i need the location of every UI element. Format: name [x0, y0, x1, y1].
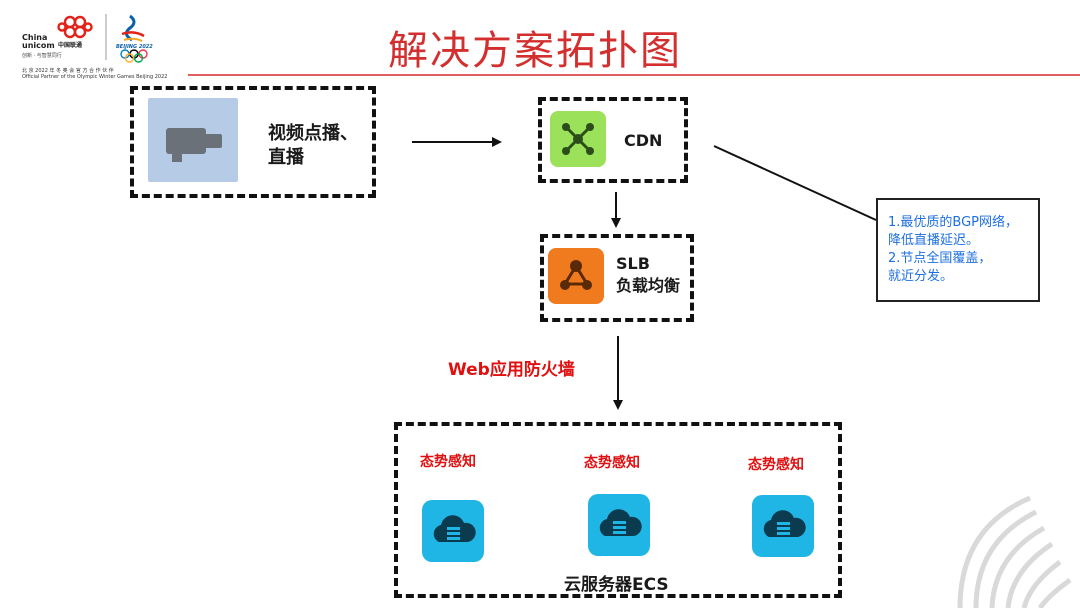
ecs-server-tile-1: [422, 500, 484, 562]
cloud-server-icon: [433, 515, 476, 542]
cloud-server-icon: [599, 509, 642, 536]
cloud-server-icon: [763, 510, 806, 537]
cdn-tile: [550, 111, 606, 167]
decorative-swirl-icon: [957, 495, 1072, 608]
arrow-slb-to-ecs: [613, 336, 623, 410]
slb-label-line2: 负载均衡: [616, 276, 681, 295]
cdn-node-box: [538, 97, 688, 183]
note-line-3: 2.节点全国覆盖，: [888, 251, 992, 266]
load-balancer-icon: [560, 260, 592, 290]
slb-node-box: [540, 234, 694, 322]
olympic-text: BEIJING 2022: [116, 44, 153, 50]
ecs-server-tile-3: [752, 495, 814, 557]
unicom-olympic-logo: China unicom 中国联通 创新 · 与智慧同行 BEIJING 202…: [18, 10, 188, 82]
camera-tile: [148, 98, 238, 182]
slb-label-line1: SLB: [616, 254, 650, 273]
note-box: 1.最优质的BGP网络， 降低直播延迟。 2.节点全国覆盖， 就近分发。: [876, 198, 1040, 302]
partner-line-cn: 北 京 2022 年 冬 奥 会 官 方 合 作 伙 伴: [22, 68, 114, 74]
ecs-item-label-1: 态势感知: [420, 454, 476, 470]
unicom-knot-icon: [57, 14, 148, 63]
brand-en-2: unicom: [22, 41, 55, 50]
partner-line-en: Official Partner of the Olympic Winter G…: [22, 74, 168, 80]
waf-label: Web应用防火墙: [448, 360, 575, 380]
video-camera-icon: [166, 128, 222, 162]
note-connector-line: [713, 145, 877, 221]
cdn-network-icon: [562, 123, 594, 155]
note-line-4: 就近分发。: [888, 269, 954, 284]
arrow-source-to-cdn: [412, 137, 502, 147]
source-label-line1: 视频点播、: [268, 123, 358, 144]
brand-en-1: China: [22, 33, 48, 42]
ecs-item-label-3: 态势感知: [748, 457, 804, 473]
ecs-group-box: [394, 422, 842, 598]
brand-slogan: 创新 · 与智慧同行: [22, 53, 62, 59]
arrow-cdn-to-slb: [611, 192, 621, 228]
source-node-box: [130, 86, 376, 198]
ecs-server-tile-2: [588, 494, 650, 556]
source-label-line2: 直播: [268, 147, 304, 168]
slb-tile: [548, 248, 604, 304]
ecs-group-label: 云服务器ECS: [564, 575, 669, 595]
brand-cn: 中国联通: [58, 42, 83, 49]
note-line-2: 降低直播延迟。: [888, 233, 980, 248]
ecs-item-label-2: 态势感知: [584, 455, 640, 471]
cdn-label: CDN: [624, 131, 663, 150]
note-line-1: 1.最优质的BGP网络，: [888, 215, 1019, 230]
page-title: 解决方案拓扑图: [388, 28, 682, 74]
header-divider: [188, 74, 1080, 76]
